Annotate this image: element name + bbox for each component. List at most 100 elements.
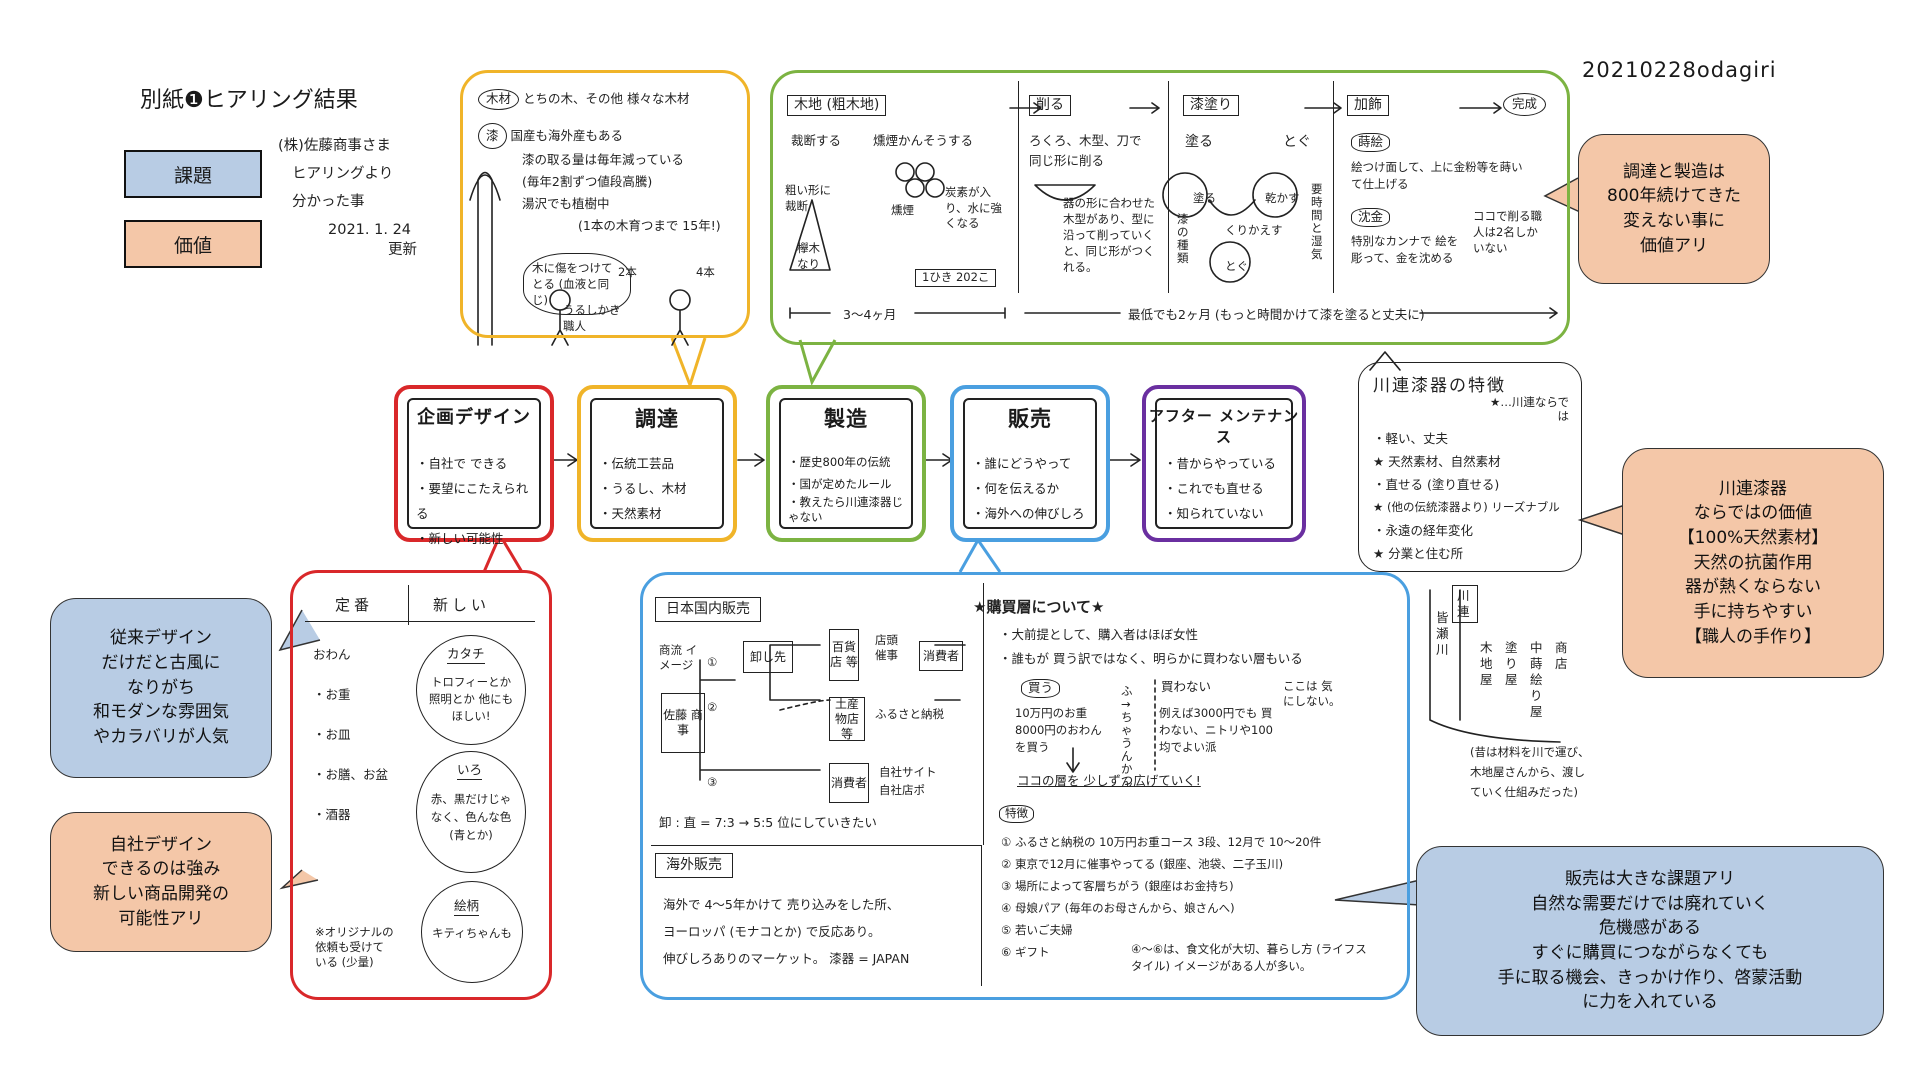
map-label: 川連	[1452, 585, 1478, 623]
lacquer-line: 漆の取る量は毎年減っている	[522, 152, 684, 167]
lacquer-line: (1本の木育つまで 15年!)	[578, 218, 721, 233]
stage-title: 販売	[1008, 407, 1052, 431]
source-note-line: 更新	[388, 242, 417, 258]
mfg-col3-line: 塗る	[1185, 134, 1213, 150]
column-divider	[1168, 81, 1169, 293]
stage-items: ・自社で できる ・要望にこたえられる ・新しい可能性	[416, 451, 540, 551]
furusato-label: ふるさと納税	[875, 707, 944, 721]
tree-note: 木に傷をつけてとる (血液と同じ)	[523, 253, 631, 315]
stage-inner-frame	[590, 398, 724, 529]
classic-item: ・お膳、お盆	[313, 767, 389, 782]
gara-text: キティちゃんも	[432, 926, 512, 940]
stage-manufacturing: 製造 ・歴史800年の伝統 ・国が定めたルール ・教えたら川連漆器じゃない	[766, 385, 926, 542]
source-note-line: ヒアリングより	[292, 166, 394, 182]
stage-planning-design: 企画デザイン ・自社で できる ・要望にこたえられる ・新しい可能性	[394, 385, 554, 546]
mfg-col1-line: 裁断する	[791, 133, 842, 148]
overseas-title: 海外販売	[655, 853, 733, 878]
planning-col-divider	[408, 585, 409, 625]
lacquer-line: (毎年2割ずつ値段高騰)	[522, 174, 653, 189]
nobuy-label: 買わない	[1161, 679, 1212, 694]
sales-feature: ⑥ ギフト	[1001, 945, 1050, 959]
buyer-line: ・誰もが 買う訳ではなく、明らかに買わない層もいる	[999, 651, 1303, 666]
stage-aftercare: アフター メンテナンス ・昔からやっている ・これでも直せる ・知られていない	[1142, 385, 1306, 542]
overseas-line: ヨーロッパ (モナコとか) で反応あり。	[663, 924, 881, 939]
mfg-col1-title: 木地 (粗木地)	[787, 95, 887, 116]
sales-divider	[983, 583, 984, 845]
feature-item: ★ 天然素材、自然素材	[1373, 454, 1501, 469]
map-col1: 木地屋	[1480, 640, 1493, 687]
stage-item: ・何を伝えるか	[972, 481, 1060, 496]
katachi-circle: カタチ トロフィーとか照明とか 他にもほしい!	[416, 635, 526, 745]
overseas-line: 伸びしろありのマーケット。 漆器 = JAPAN	[663, 951, 910, 966]
num-2: ②	[707, 700, 718, 714]
features-subtitle: ★…川連ならでは	[1490, 395, 1569, 423]
map-note: (昔は材料を川で運び、木地屋さんから、渡していく仕組みだった)	[1470, 745, 1590, 799]
worker-note: うるしかき 職人	[563, 303, 621, 333]
mfg-col1-line: 1ひき 202こ	[915, 269, 997, 287]
source-note: (株)佐藤商事さま ヒアリングより 分かった事 2021. 1. 24 更新	[278, 132, 417, 264]
source-note-line: 分かった事	[292, 194, 365, 210]
mfg-col3-line: くりかえす	[1225, 223, 1283, 237]
column-divider	[1333, 81, 1334, 293]
iro-label: いろ	[457, 762, 483, 780]
stage-inner-frame	[1155, 398, 1293, 529]
callout-text: 販売は大きな課題アリ 自然な需要だけでは廃れていく 危機感がある すぐに購買につ…	[1497, 869, 1803, 1013]
page-title: 別紙❶ヒアリング結果	[140, 88, 358, 113]
iro-text: 赤、黒だけじゃなく、色んな色 (青とか)	[430, 792, 512, 842]
classic-item: おわん	[313, 647, 351, 662]
stage-item: ・要望にこたえられる	[416, 481, 529, 521]
features-box: 川連漆器の特徴 ★…川連ならでは ・軽い、丈夫 ★ 天然素材、自然素材 ・直せる…	[1358, 362, 1582, 572]
mfg-col4-line: ココで削る職人は2名しかいない	[1473, 209, 1542, 255]
stage-items: ・伝統工芸品 ・うるし、木材 ・天然素材	[599, 451, 723, 526]
feature-item: ・永遠の経年変化	[1373, 523, 1474, 538]
circle-4: 4本	[696, 265, 715, 279]
wholesale-box: 卸し先	[743, 641, 793, 673]
stage-sales: 販売 ・誰にどうやって ・何を伝えるか ・海外への伸びしろ	[950, 385, 1110, 542]
consumer2-box: 消費者	[829, 763, 869, 803]
planning-footnote: ※オリジナルの依頼も受けている (少量)	[315, 925, 394, 969]
stage-items: ・歴史800年の伝統 ・国が定めたルール ・教えたら川連漆器じゃない	[788, 451, 912, 525]
wood-text: とちの木、その他 様々な木材	[523, 91, 690, 106]
sales-feature-note: ④〜⑥は、食文化が大切、暮らし方 (ライフスタイル) イメージがある人が多い。	[1131, 942, 1367, 973]
mfg-col3-line: 要時間と湿気	[1311, 182, 1323, 261]
stage-item: ・天然素材	[599, 506, 662, 521]
stage-item: ・伝統工芸品	[599, 456, 675, 471]
ratio-text: 卸 : 直 = 7:3 → 5:5 位にしていきたい	[659, 815, 877, 830]
legend-issue: 課題	[124, 150, 262, 198]
overseas-line: 海外で 4〜5年かけて 売り込みをした所、	[663, 897, 900, 912]
feature-item: ★ (他の伝統漆器より) リーズナブル	[1373, 500, 1560, 514]
callout-design-issue: 従来デザイン だけだと古風に なりがち 和モダンな雰囲気 やカラバリが人気	[50, 598, 272, 778]
planning-col-b: 新しい	[433, 596, 491, 614]
stage-item: ・国が定めたルール	[788, 477, 892, 491]
feature-item: ・軽い、丈夫	[1373, 431, 1449, 446]
map-col2: 塗り屋	[1505, 640, 1518, 687]
features-list: ・軽い、丈夫 ★ 天然素材、自然素材 ・直せる (塗り直せる) ★ (他の伝統漆…	[1373, 427, 1560, 565]
mfg-span-2: 最低でも2ヶ月 (もっと時間かけて漆を塗ると丈夫に)	[1128, 307, 1425, 322]
stage-item: ・歴史800年の伝統	[788, 455, 891, 469]
callout-text: 従来デザイン だけだと古風に なりがち 和モダンな雰囲気 やカラバリが人気	[93, 628, 229, 747]
stage-title: アフター メンテナンス	[1148, 407, 1300, 446]
mfg-col4-end: 完成	[1503, 93, 1547, 116]
company-box: 佐藤 商事	[661, 693, 705, 753]
num-3: ③	[707, 775, 718, 789]
consumer-box: 消費者	[919, 641, 963, 671]
mfg-col2-line: ろくろ、木型、刀で	[1029, 133, 1142, 148]
mfg-col3-line: 塗る	[1193, 191, 1216, 205]
buyer-title: ★購買層について★	[973, 598, 1105, 616]
dept-store-box: 百貨店 等	[829, 629, 859, 681]
nobuy-note: ここは 気にしない。	[1283, 679, 1341, 708]
gara-circle: 絵柄 キティちゃんも	[421, 881, 523, 983]
sales-feature: ④ 母娘パア (毎年のお母さんから、娘さんへ)	[1001, 901, 1235, 915]
callout-unique-value: 川連漆器 ならではの価値 【100%天然素材】 天然の抗菌作用 器が熱くならない…	[1622, 448, 1884, 678]
classic-item: ・お皿	[313, 727, 351, 742]
callout-design-value: 自社デザイン できるのは強み 新しい商品開発の 可能性アリ	[50, 812, 272, 952]
stage-procurement: 調達 ・伝統工芸品 ・うるし、木材 ・天然素材	[577, 385, 737, 542]
mfg-col1-line: 粗い形に 裁断	[785, 183, 831, 213]
stage-item: ・海外への伸びしろ	[972, 506, 1085, 521]
wood-label: 木材	[478, 89, 520, 110]
manufacturing-detail-bubble: 木地 (粗木地) 裁断する 燻煙かんそうする 粗い形に 裁断 燻煙 炭素が入り、…	[770, 70, 1570, 345]
map-river: 皆瀬川	[1436, 610, 1449, 657]
mfg-col3-line: とぐ	[1225, 259, 1248, 273]
planning-col-a: 定番	[335, 596, 374, 614]
stage-item: ・自社で できる	[416, 456, 508, 471]
